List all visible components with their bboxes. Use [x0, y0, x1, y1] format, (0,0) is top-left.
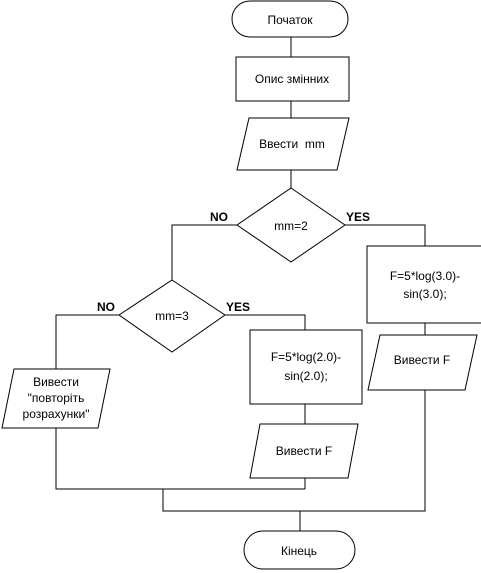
edge-repeat-merge	[55, 428, 305, 490]
end-terminal: Кінець	[243, 530, 356, 570]
start-terminal: Початок	[231, 0, 349, 38]
output-repeat-line1: Вивести	[33, 375, 79, 389]
edge-cond2-yes	[345, 224, 426, 246]
branch-mm2-yes: YES	[346, 210, 370, 224]
output-repeat-io: Вивести "повторіть розрахунки"	[1, 368, 111, 429]
decision-mm2: mm=2	[236, 187, 346, 263]
edge-out1-merge	[162, 390, 426, 512]
connectors	[55, 37, 426, 531]
edge-cond2-no	[171, 224, 237, 280]
start-label: Початок	[268, 13, 314, 27]
declare-vars-process: Опис змінних	[235, 56, 350, 102]
output-f2-io: Вивести F	[249, 423, 359, 479]
calc-f1-process: F=5*log(3.0)- sin(3.0);	[366, 245, 481, 324]
output-repeat-line2: "повторіть	[28, 391, 85, 405]
end-label: Кінець	[281, 544, 317, 558]
calc-f2-line1: F=5*log(2.0)-	[271, 350, 341, 364]
input-mm-label: Ввести mm	[259, 137, 325, 151]
branch-mm2-no: NO	[210, 210, 228, 224]
edge-cond3-no	[55, 314, 119, 369]
output-f2-label: Вивести F	[276, 444, 332, 458]
input-mm-io: Ввести mm	[236, 117, 350, 171]
calc-f2-line2: sin(2.0);	[284, 369, 327, 383]
decision-mm3-label: mm=3	[155, 309, 189, 323]
calc-f2-process: F=5*log(2.0)- sin(2.0);	[249, 329, 363, 405]
branch-mm3-yes: YES	[226, 300, 250, 314]
decision-mm2-label: mm=2	[274, 219, 308, 233]
declare-vars-label: Опис змінних	[255, 72, 329, 86]
calc-f1-line1: F=5*log(3.0)-	[390, 269, 460, 283]
branch-mm3-no: NO	[97, 300, 115, 314]
decision-mm3: mm=3	[118, 279, 226, 353]
calc-f1-line2: sin(3.0);	[403, 287, 446, 301]
output-f1-io: Вивести F	[367, 334, 478, 391]
output-repeat-line3: розрахунки"	[23, 407, 90, 421]
output-f1-label: Вивести F	[394, 353, 450, 367]
edge-cond3-yes	[225, 314, 306, 330]
